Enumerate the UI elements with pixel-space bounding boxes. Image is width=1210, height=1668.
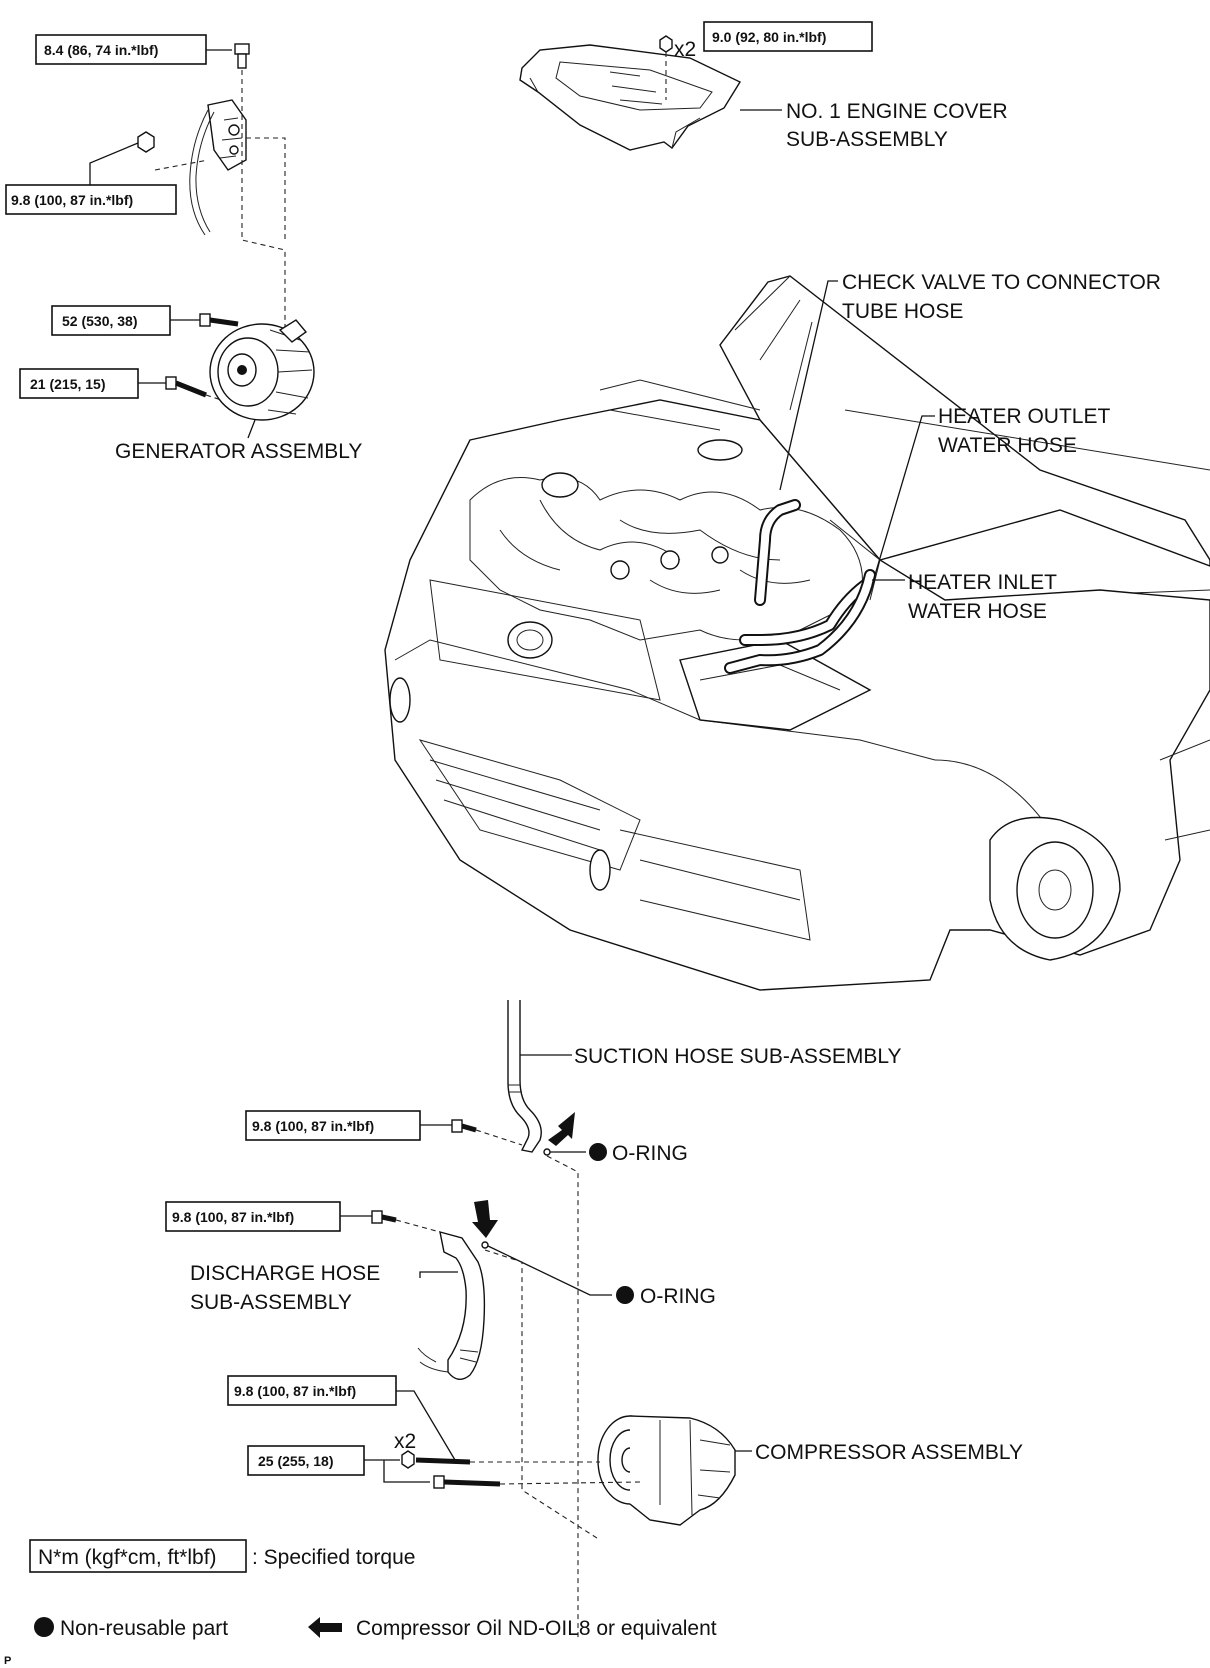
- label-engine-cover-1: NO. 1 ENGINE COVER: [786, 100, 1008, 123]
- bolt-8-4-icon: [234, 43, 250, 69]
- heater-inlet-hose-drawing: [724, 569, 876, 674]
- generator-bracket-drawing: [189, 99, 247, 236]
- svg-text:Compressor Oil ND-OIL8 or equi: Compressor Oil ND-OIL8 or equivalent: [356, 1617, 717, 1640]
- compressor-assembly-drawing: [597, 1415, 736, 1526]
- leader-discharge-hose: [419, 1271, 458, 1278]
- legend-oil: Compressor Oil ND-OIL8 or equivalent: [308, 1617, 717, 1640]
- discharge-hose-drawing: [417, 1231, 486, 1380]
- svg-text:9.8 (100, 87 in.*lbf): 9.8 (100, 87 in.*lbf): [11, 192, 133, 208]
- oil-arrow-1-icon: [548, 1112, 575, 1146]
- label-heater-inlet-1: HEATER INLET: [908, 571, 1057, 594]
- comp-bolt-multiplier: x2: [394, 1430, 416, 1453]
- svg-text:21 (215, 15): 21 (215, 15): [30, 376, 106, 392]
- label-heater-outlet-2: WATER HOSE: [938, 434, 1077, 457]
- label-heater-outlet-1: HEATER OUTLET: [938, 405, 1110, 428]
- label-check-valve-2: TUBE HOSE: [842, 300, 963, 323]
- heater-outlet-hose-drawing: [739, 579, 871, 646]
- label-discharge-hose-2: SUB-ASSEMBLY: [190, 1291, 352, 1314]
- compressor-bolts-icon: [401, 1450, 641, 1489]
- svg-text:9.8 (100, 87 in.*lbf): 9.8 (100, 87 in.*lbf): [234, 1383, 356, 1399]
- check-valve-hose-drawing: [754, 499, 801, 606]
- svg-text:8.4 (86, 74 in.*lbf): 8.4 (86, 74 in.*lbf): [44, 42, 158, 58]
- engine-cover-drawing: [519, 44, 742, 151]
- label-discharge-hose-1: DISCHARGE HOSE: [190, 1262, 380, 1285]
- generator-dashed-guides: [154, 70, 286, 340]
- torque-9-8-discharge: 9.8 (100, 87 in.*lbf): [165, 1201, 372, 1232]
- label-generator-assembly: GENERATOR ASSEMBLY: [115, 440, 362, 463]
- cover-nut-multiplier: x2: [674, 38, 696, 61]
- generator-assembly-drawing: [209, 319, 315, 421]
- torque-52: 52 (530, 38): [51, 305, 200, 336]
- torque-9-8-top: 9.8 (100, 87 in.*lbf): [5, 142, 177, 215]
- svg-text:: Specified torque: : Specified torque: [252, 1546, 415, 1569]
- torque-25: 25 (255, 18): [247, 1445, 430, 1483]
- nut-9-8-icon: [137, 131, 155, 153]
- label-suction-hose: SUCTION HOSE SUB-ASSEMBLY: [574, 1045, 902, 1068]
- label-heater-inlet-2: WATER HOSE: [908, 600, 1047, 623]
- discharge-dashed-guide: [484, 1249, 601, 1541]
- torque-9-8-suction: 9.8 (100, 87 in.*lbf): [245, 1110, 452, 1141]
- bolt-discharge-icon: [371, 1210, 441, 1233]
- nonreusable-dot-1-icon: [589, 1143, 607, 1161]
- vehicle-front-drawing: [384, 275, 1210, 991]
- label-o-ring-2: O-RING: [640, 1285, 716, 1308]
- bolt-suction-icon: [451, 1119, 523, 1146]
- corner-mark: P: [4, 1655, 11, 1667]
- o-ring-2-icon: [481, 1241, 489, 1249]
- torque-9-0: 9.0 (92, 80 in.*lbf): [703, 21, 873, 52]
- nonreusable-dot-2-icon: [616, 1286, 634, 1304]
- label-o-ring-1: O-RING: [612, 1142, 688, 1165]
- svg-text:25 (255, 18): 25 (255, 18): [258, 1453, 334, 1469]
- legend-nonreusable: Non-reusable part: [34, 1617, 228, 1640]
- torque-21: 21 (215, 15): [19, 368, 166, 399]
- o-ring-1-icon: [543, 1148, 551, 1156]
- svg-text:9.8 (100, 87 in.*lbf): 9.8 (100, 87 in.*lbf): [172, 1209, 294, 1225]
- label-compressor: COMPRESSOR ASSEMBLY: [755, 1441, 1023, 1464]
- bolt-52-icon: [199, 313, 239, 327]
- torque-8-4: 8.4 (86, 74 in.*lbf): [35, 34, 232, 65]
- svg-text:9.0 (92, 80 in.*lbf): 9.0 (92, 80 in.*lbf): [712, 29, 826, 45]
- svg-text:9.8 (100, 87 in.*lbf): 9.8 (100, 87 in.*lbf): [252, 1118, 374, 1134]
- oil-arrow-2-icon: [472, 1200, 498, 1238]
- leader-o-ring-2: [487, 1245, 612, 1296]
- legend-dot-icon: [34, 1617, 54, 1637]
- suction-hose-drawing: [507, 1000, 542, 1153]
- label-engine-cover-2: SUB-ASSEMBLY: [786, 128, 948, 151]
- suction-dashed-guide: [546, 1155, 579, 1640]
- leader-heater-outlet: [871, 415, 935, 586]
- leader-check-valve: [779, 280, 838, 491]
- legend-torque: N*m (kgf*cm, ft*lbf) : Specified torque: [29, 1539, 415, 1573]
- legend-arrow-icon: [308, 1617, 342, 1638]
- svg-text:52 (530, 38): 52 (530, 38): [62, 313, 138, 329]
- svg-text:Non-reusable part: Non-reusable part: [60, 1617, 228, 1640]
- svg-text:N*m (kgf*cm, ft*lbf): N*m (kgf*cm, ft*lbf): [38, 1546, 217, 1569]
- nut-9-0-icon: [659, 35, 673, 100]
- label-check-valve-1: CHECK VALVE TO CONNECTOR: [842, 271, 1161, 294]
- torque-9-8-comp: 9.8 (100, 87 in.*lbf): [227, 1375, 456, 1461]
